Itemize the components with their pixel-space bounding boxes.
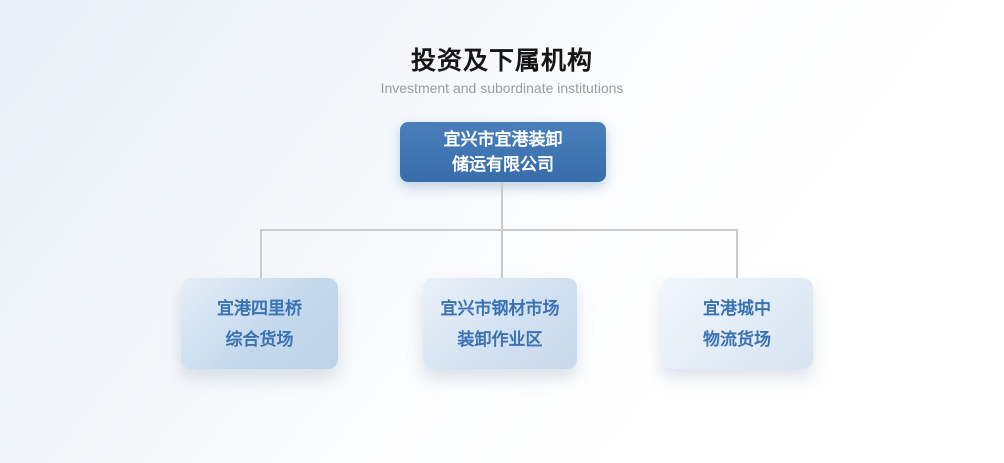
- org-node-child-1: 宜港四里桥 综合货场: [181, 278, 338, 369]
- org-node-child-2-label-line2: 装卸作业区: [457, 329, 543, 349]
- connector-horizontal-bar: [260, 229, 738, 231]
- org-node-child-3: 宜港城中 物流货场: [661, 278, 813, 369]
- connector-drop-right: [736, 229, 738, 278]
- org-node-child-1-label-line2: 综合货场: [225, 329, 294, 349]
- connector-drop-left: [260, 229, 262, 278]
- org-node-child-2-label-line1: 宜兴市钢材市场: [440, 298, 560, 318]
- org-node-root: 宜兴市宜港装卸 储运有限公司: [400, 122, 606, 182]
- org-node-child-3-label-line1: 宜港城中: [703, 298, 771, 318]
- org-node-child-2: 宜兴市钢材市场 装卸作业区: [423, 278, 577, 369]
- connector-drop-middle: [501, 229, 503, 278]
- org-node-root-label-line2: 储运有限公司: [452, 155, 554, 174]
- org-node-root-label-line1: 宜兴市宜港装卸: [443, 130, 563, 149]
- connector-root-stem: [501, 182, 503, 230]
- page-subtitle: Investment and subordinate institutions: [380, 80, 624, 96]
- org-node-child-3-label-line2: 物流货场: [703, 329, 771, 349]
- page-title: 投资及下属机构: [410, 47, 593, 75]
- org-node-child-1-label-line1: 宜港四里桥: [217, 298, 302, 318]
